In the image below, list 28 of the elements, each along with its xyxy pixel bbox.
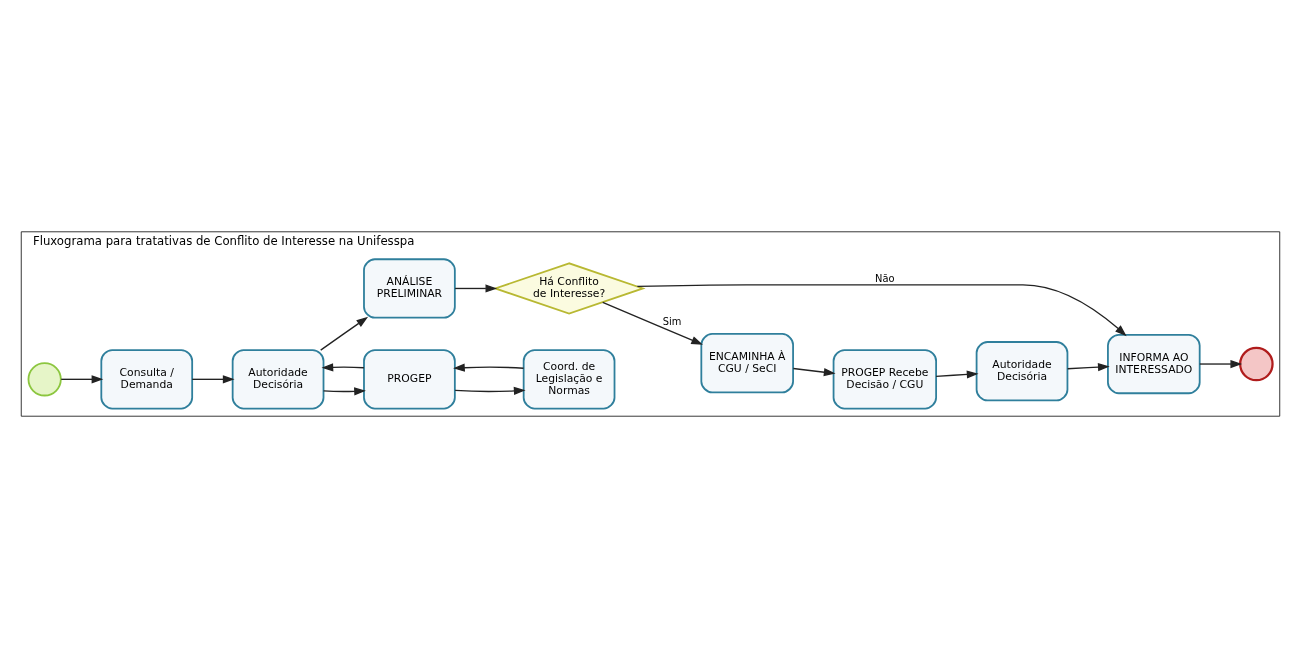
arrow: [454, 386, 526, 396]
node-box: ENCAMINHA À CGU / SeCI: [700, 333, 794, 394]
arrow: [792, 367, 836, 377]
node-box: Autoridade Decisória: [975, 341, 1069, 402]
node-circle: [1239, 346, 1274, 382]
node-circle: [27, 362, 62, 397]
node-box: ANÁLISE PRELIMINAR: [363, 258, 456, 319]
arrow: [602, 301, 703, 345]
arrow: [636, 284, 1127, 337]
arrow: [191, 375, 235, 384]
arrow: [320, 316, 369, 351]
node-box: Coord. de Legislação e Normas: [522, 349, 616, 410]
node-box: PROGEP: [363, 349, 456, 410]
edge-label: Sim: [662, 316, 682, 328]
edge-label: Não: [875, 272, 895, 284]
node-box: INFORMA AO INTERESSADO: [1107, 333, 1201, 395]
arrow: [935, 370, 979, 379]
arrow: [454, 284, 498, 293]
arrow: [1199, 359, 1243, 369]
arrow: [322, 387, 366, 396]
node-diamond: Há Conflito de Interesse?: [492, 262, 646, 315]
node-box: PROGEP Recebe Decisão / CGU: [832, 349, 937, 410]
node-box: Autoridade Decisória: [231, 349, 325, 410]
arrow: [1066, 362, 1110, 372]
arrow: [60, 375, 104, 384]
node-box: Consulta / Demanda: [100, 349, 194, 410]
arrow: [321, 363, 365, 372]
arrow: [453, 363, 525, 372]
